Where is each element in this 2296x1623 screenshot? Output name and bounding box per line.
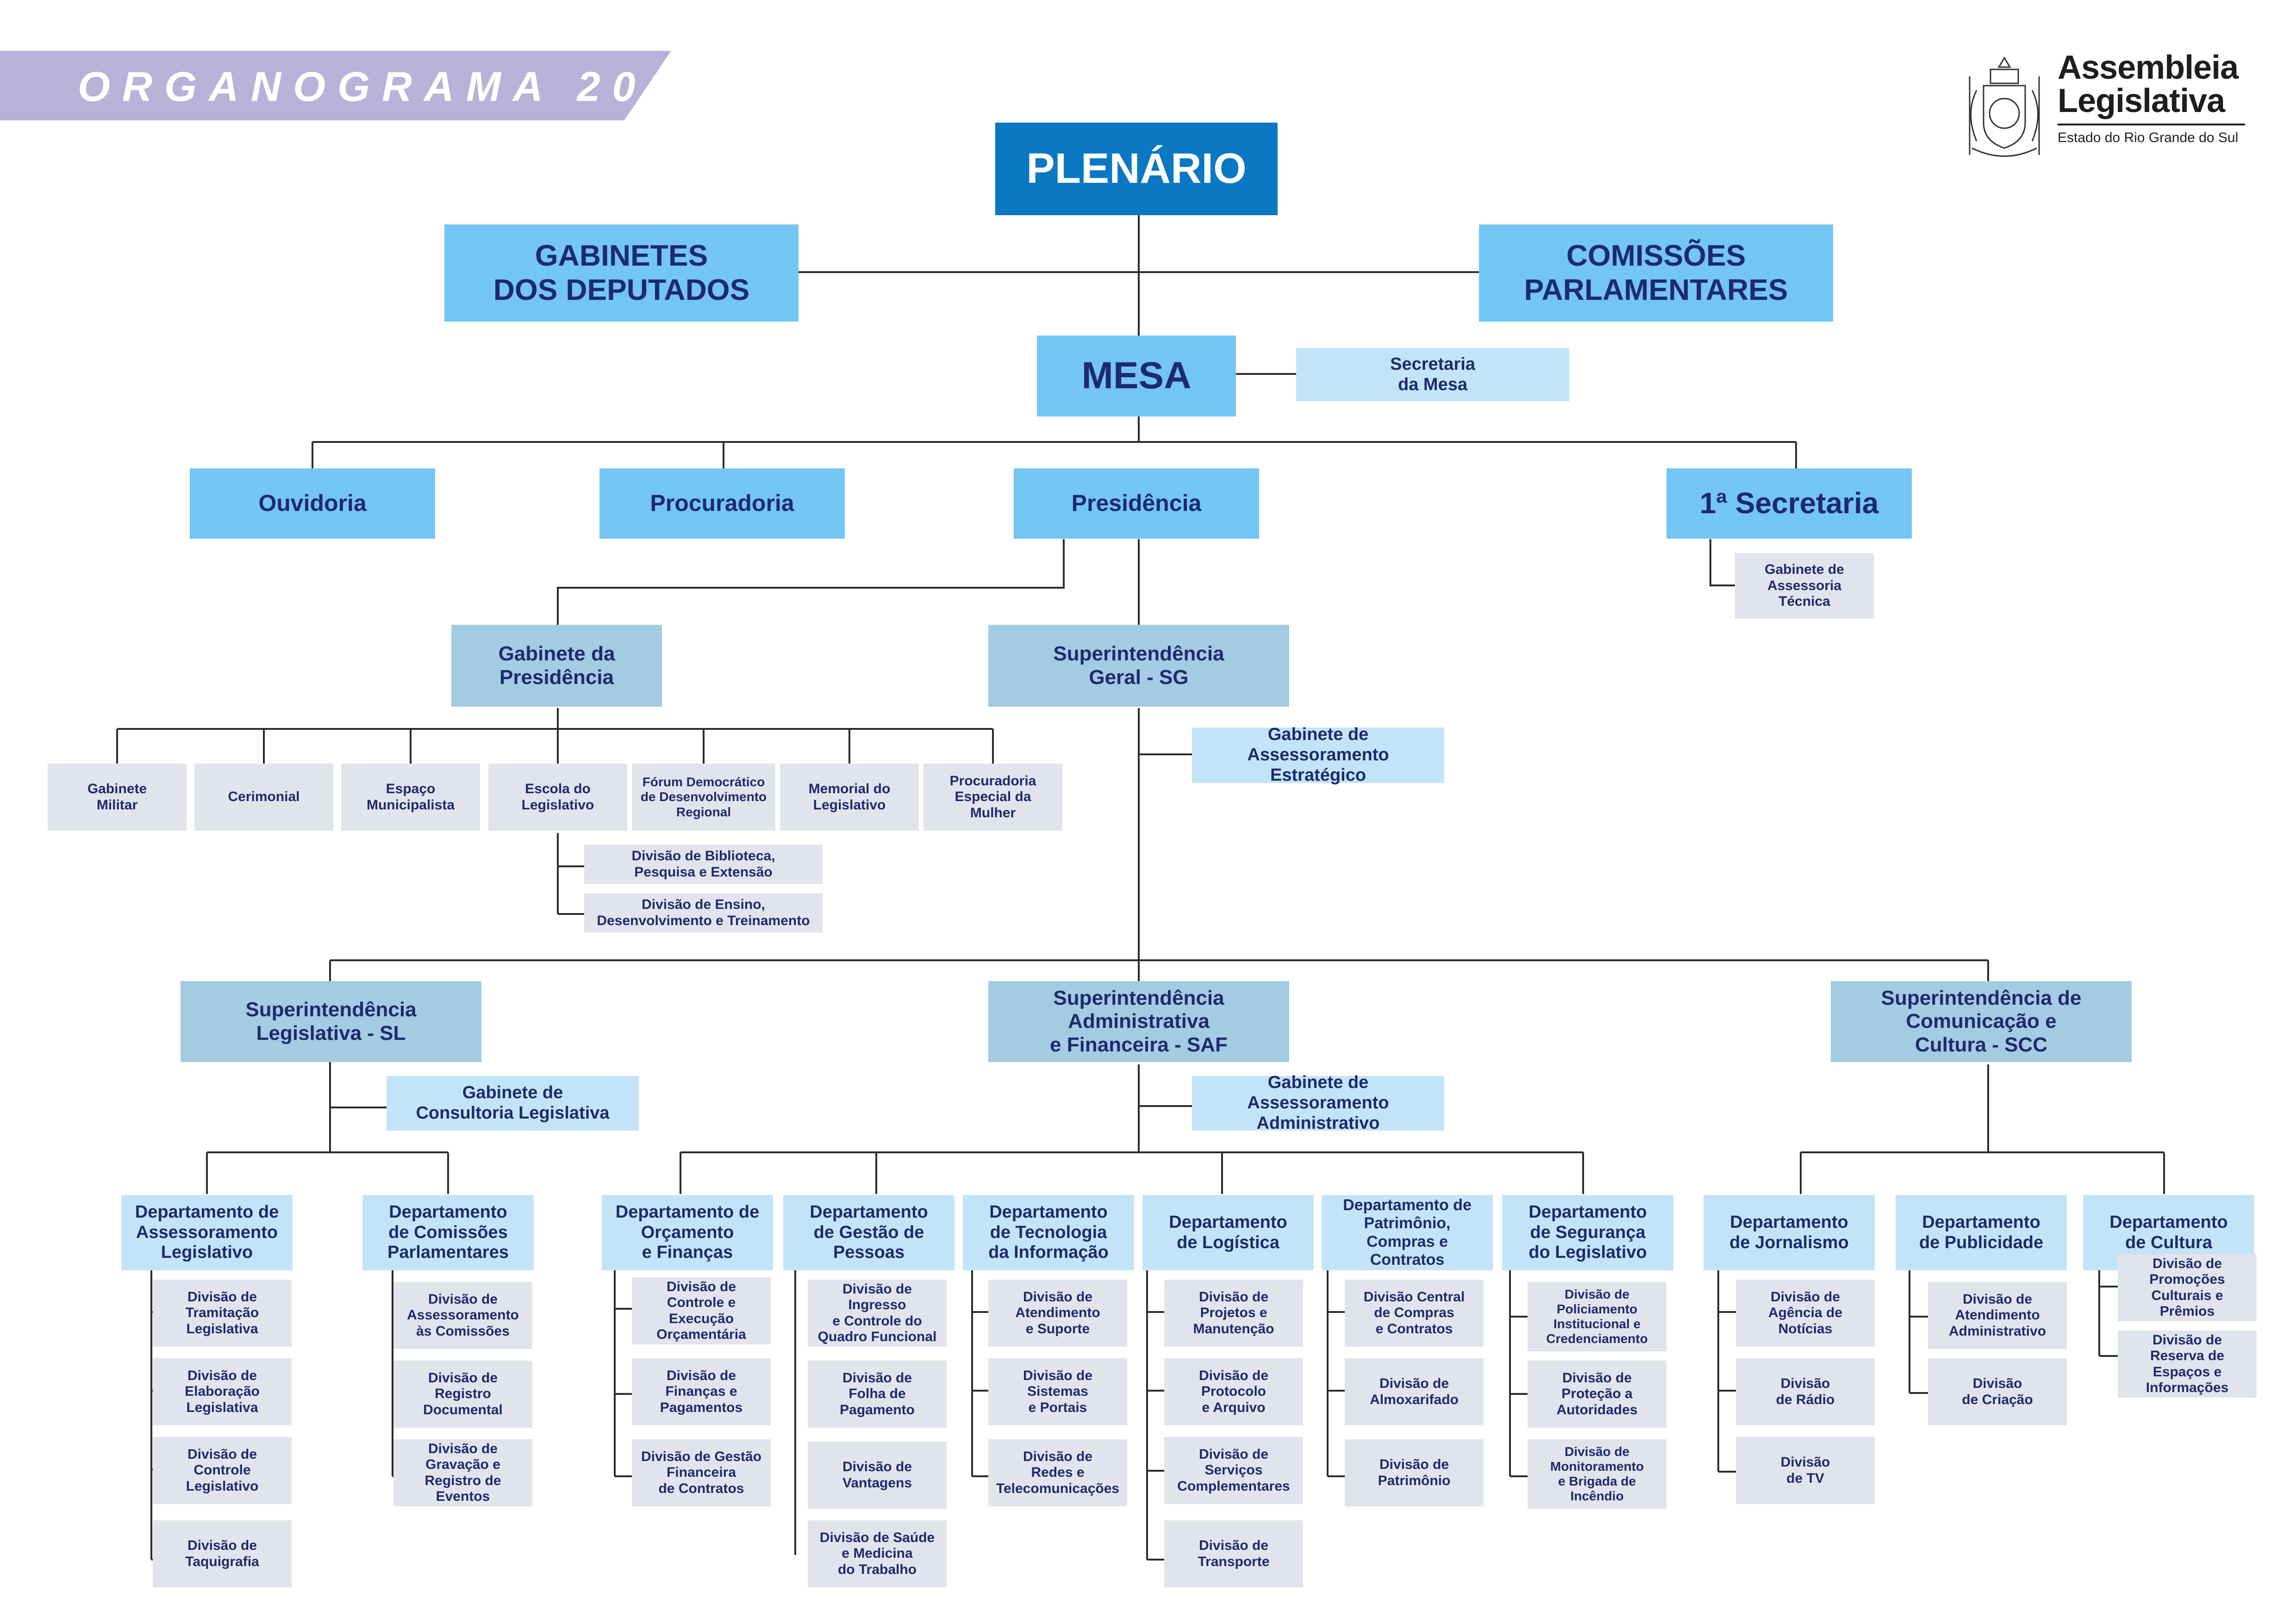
node-dep-tecnologia: Departamento de Tecnologia da Informação (963, 1195, 1134, 1270)
node-dep-comissoes: Departamento de Comissões Parlamentares (362, 1195, 534, 1270)
node-div-almoxarifado: Divisão de Almoxarifado (1345, 1358, 1484, 1425)
node-divisao-biblioteca: Divisão de Biblioteca, Pesquisa e Extens… (584, 845, 823, 884)
node-div-gestao-financeira: Divisão de Gestão Financeira de Contrato… (632, 1439, 771, 1506)
node-div-folha-pagamento: Divisão de Folha de Pagamento (808, 1361, 947, 1428)
node-div-central-compras: Divisão Central de Compras e Contratos (1345, 1280, 1484, 1347)
node-gabinete-assessoramento-administrativo: Gabinete de Assessoramento Administrativ… (1192, 1073, 1444, 1133)
node-dep-orcamento: Departamento de Orçamento e Finanças (602, 1195, 773, 1270)
assembleia-logo: Assembleia Legislativa Estado do Rio Gra… (1958, 49, 2250, 164)
node-superintendencia-comunicacao: Superintendência de Comunicação e Cultur… (1831, 981, 2132, 1062)
node-gabinete-presidencia: Gabinete da Presidência (451, 625, 662, 707)
node-dep-patrimonio: Departamento de Patrimônio, Compras e Co… (1322, 1195, 1493, 1270)
node-gabinetes-deputados: GABINETES DOS DEPUTADOS (444, 224, 799, 322)
node-dep-publicidade: Departamento de Publicidade (1896, 1195, 2067, 1270)
node-dep-seguranca: Departamento de Segurança do Legislativo (1502, 1195, 1673, 1270)
node-div-financas-pagamentos: Divisão de Finanças e Pagamentos (632, 1358, 771, 1425)
node-ouvidoria: Ouvidoria (190, 468, 435, 539)
node-div-redes: Divisão de Redes e Telecomunicações (988, 1439, 1127, 1506)
node-div-controle-legislativo: Divisão de Controle Legislativo (153, 1437, 292, 1504)
node-div-sistemas-portais: Divisão de Sistemas e Portais (988, 1358, 1127, 1425)
node-cerimonial: Cerimonial (194, 764, 333, 831)
node-div-agencia-noticias: Divisão de Agência de Notícias (1736, 1280, 1875, 1347)
node-div-atendimento-suporte: Divisão de Atendimento e Suporte (988, 1280, 1127, 1347)
node-dep-gestao-pessoas: Departamento de Gestão de Pessoas (783, 1195, 955, 1270)
node-gabinete-consultoria: Gabinete de Consultoria Legislativa (387, 1076, 639, 1131)
node-div-vantagens: Divisão de Vantagens (808, 1442, 947, 1509)
node-div-servicos: Divisão de Serviços Complementares (1164, 1437, 1303, 1504)
logo-title-line1: Assembleia (2058, 49, 2239, 86)
node-div-controle-execucao: Divisão de Controle e Execução Orçamentá… (632, 1277, 771, 1344)
banner-title: ORGANOGRAMA 2015 (78, 63, 718, 110)
node-superintendencia-geral: Superintendência Geral - SG (988, 625, 1289, 707)
node-div-tv: Divisão de TV (1736, 1437, 1875, 1504)
coat-of-arms-icon (1969, 56, 2040, 157)
node-plenario: PLENÁRIO (995, 123, 1278, 215)
node-superintendencia-legislativa: Superintendência Legislativa - SL (181, 981, 481, 1062)
node-dep-logistica: Departamento de Logística (1142, 1195, 1314, 1270)
title-banner (0, 51, 671, 120)
node-1a-secretaria: 1ª Secretaria (1666, 468, 1912, 539)
node-div-ingresso: Divisão de Ingresso e Controle do Quadro… (808, 1280, 947, 1347)
node-escola-legislativo: Escola do Legislativo (488, 764, 627, 831)
node-secretaria-mesa: Secretaria da Mesa (1296, 348, 1569, 401)
logo-divider (2058, 124, 2245, 125)
node-div-elaboracao: Divisão de Elaboração Legislativa (153, 1358, 292, 1425)
logo-subtitle: Estado do Rio Grande do Sul (2058, 130, 2239, 145)
node-procuradoria: Procuradoria (599, 468, 845, 539)
node-div-radio: Divisão de Rádio (1736, 1358, 1875, 1425)
node-gabinete-assessoria-tecnica: Gabinete de Assessoria Técnica (1735, 553, 1874, 619)
node-div-taquigrafia: Divisão de Taquigrafia (153, 1520, 292, 1587)
node-divisao-ensino: Divisão de Ensino, Desenvolvimento e Tre… (584, 893, 823, 933)
node-div-protecao-autoridades: Divisão de Proteção a Autoridades (1528, 1361, 1666, 1428)
node-forum-democratico: Fórum Democrático de Desenvolvimento Reg… (632, 764, 775, 831)
node-div-projetos: Divisão de Projetos e Manutenção (1164, 1280, 1303, 1347)
logo-title-line2: Legislativa (2058, 82, 2225, 119)
node-div-patrimonio: Divisão de Patrimônio (1345, 1439, 1484, 1506)
node-dep-assessoramento: Departamento de Assessoramento Legislati… (121, 1195, 293, 1270)
node-div-registro-documental: Divisão de Registro Documental (393, 1361, 532, 1428)
node-div-promocoes-culturais: Divisão de Promoções Culturais e Prêmios (2118, 1254, 2257, 1321)
node-superintendencia-administrativa: Superintendência Administrativa e Financ… (988, 981, 1289, 1062)
node-gabinete-assessoramento-estrategico: Gabinete de Assessoramento Estratégico (1192, 725, 1444, 785)
node-div-policiamento: Divisão de Policiamento Institucional e … (1528, 1282, 1666, 1351)
node-div-tramitacao: Divisão de Tramitação Legislativa (153, 1280, 292, 1347)
node-div-protocolo: Divisão de Protocolo e Arquivo (1164, 1358, 1303, 1425)
node-presidencia: Presidência (1014, 468, 1259, 539)
node-div-assessoramento-comissoes: Divisão de Assessoramento às Comissões (393, 1282, 532, 1349)
node-comissoes-parlamentares: COMISSÕES PARLAMENTARES (1479, 224, 1833, 322)
node-mesa: MESA (1037, 336, 1236, 417)
node-div-saude: Divisão de Saúde e Medicina do Trabalho (808, 1520, 947, 1587)
node-div-monitoramento: Divisão de Monitoramento e Brigada de In… (1528, 1439, 1666, 1509)
node-procuradoria-mulher: Procuradoria Especial da Mulher (923, 764, 1062, 831)
node-div-transporte: Divisão de Transporte (1164, 1520, 1303, 1587)
node-dep-jornalismo: Departamento de Jornalismo (1703, 1195, 1875, 1270)
node-div-atendimento-administrativo: Divisão de Atendimento Administrativo (1928, 1282, 2067, 1349)
node-div-gravacao: Divisão de Gravação e Registro de Evento… (393, 1439, 532, 1506)
node-div-reserva-espacos: Divisão de Reserva de Espaços e Informaç… (2118, 1331, 2257, 1398)
node-memorial-legislativo: Memorial do Legislativo (780, 764, 919, 831)
node-espaco-municipalista: Espaço Municipalista (341, 764, 480, 831)
node-div-criacao: Divisão de Criação (1928, 1358, 2067, 1425)
node-gabinete-militar: Gabinete Militar (48, 764, 187, 831)
